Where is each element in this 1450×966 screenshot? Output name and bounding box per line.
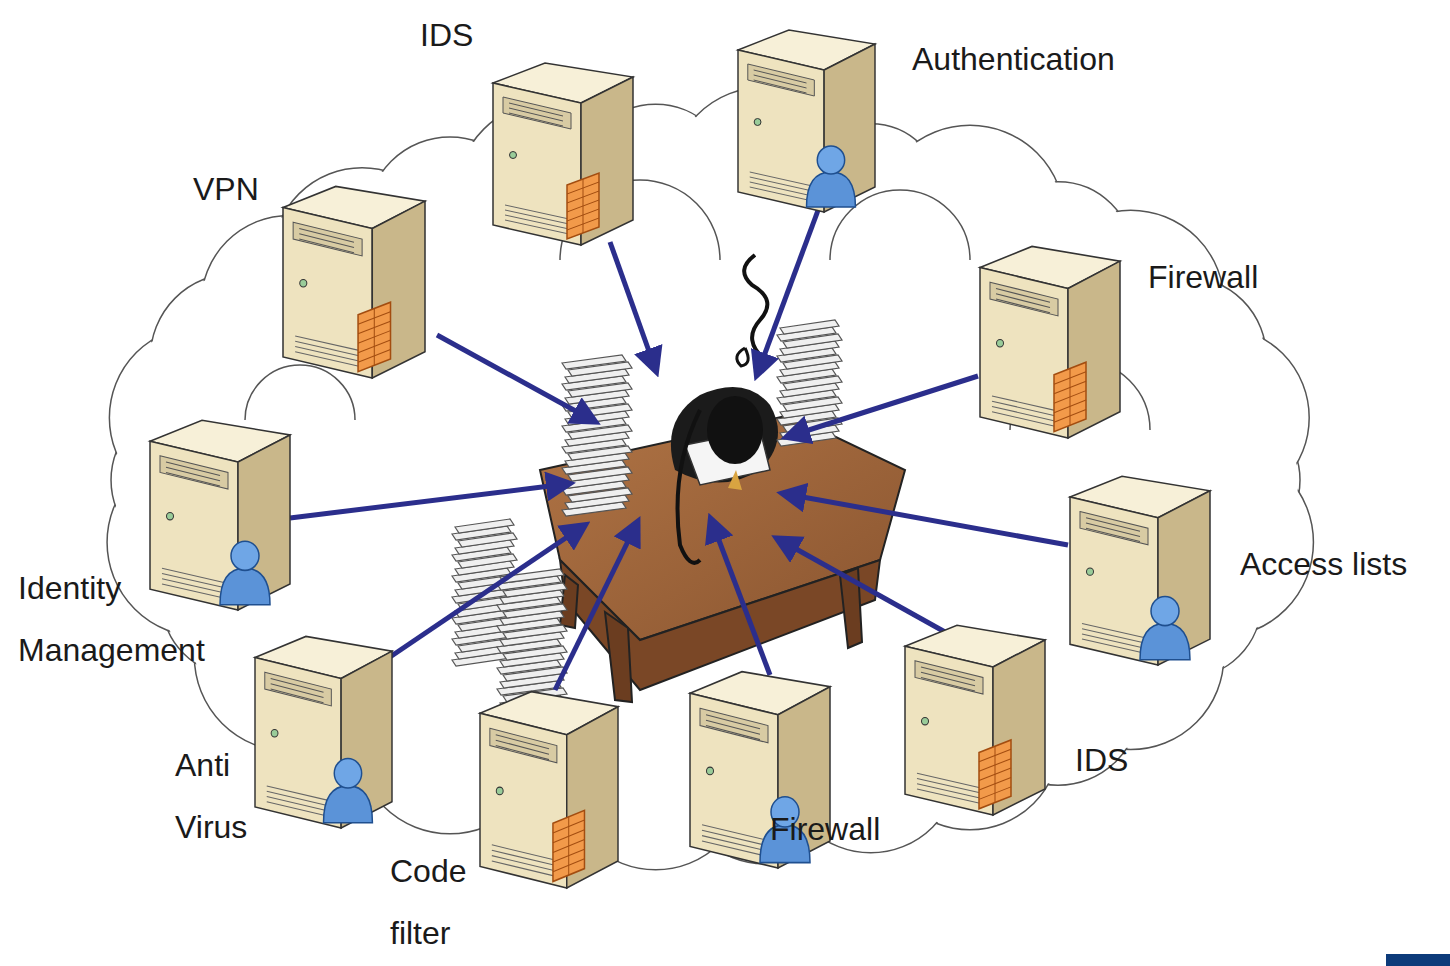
server-label: Firewall [770, 798, 880, 860]
server-icon [493, 55, 633, 245]
server-node: Access lists [1070, 468, 1210, 665]
server-label: Authentication [912, 28, 1115, 90]
server-node: IDS [493, 55, 633, 245]
server-node: IDS [905, 617, 1045, 815]
server-label: Anti Virus [175, 734, 265, 858]
server-icon [255, 628, 392, 828]
server-node: Firewall [690, 663, 830, 868]
stressed-person [671, 255, 778, 563]
server-node: Code filter [480, 683, 618, 888]
server-icon [738, 22, 875, 212]
server-icon [283, 178, 425, 378]
cloud-outline [107, 87, 1313, 870]
server-label: Firewall [1148, 246, 1258, 308]
server-label: Identity Management [18, 557, 248, 681]
server-label: Code filter [390, 840, 485, 964]
server-node: Identity Management [150, 412, 290, 610]
server-icon [1070, 468, 1210, 665]
server-label: Access lists [1240, 533, 1407, 595]
server-node: Authentication [738, 22, 875, 212]
server-node: Firewall [980, 238, 1120, 438]
server-icon [480, 683, 618, 888]
server-icon [905, 617, 1045, 815]
paper-stacks [452, 320, 842, 716]
server-label: VPN [193, 158, 259, 220]
server-label: IDS [1075, 729, 1128, 791]
server-node: VPN [283, 178, 425, 378]
corner-bar [1386, 954, 1450, 966]
server-node: Anti Virus [255, 628, 392, 828]
server-label: IDS [420, 4, 473, 66]
server-icon [980, 238, 1120, 438]
server-icon [150, 412, 290, 610]
